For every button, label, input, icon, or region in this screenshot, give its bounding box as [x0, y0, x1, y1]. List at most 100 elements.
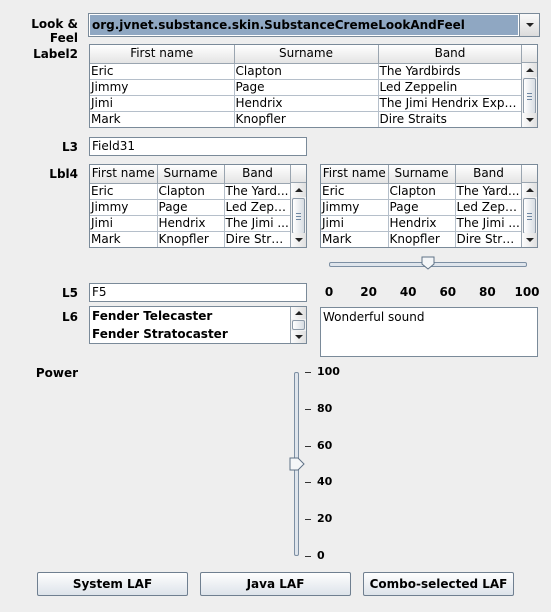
slider-tick [305, 445, 311, 447]
list-item[interactable]: Fender Stratocaster [92, 327, 228, 341]
label-l5: L5 [62, 286, 78, 300]
table-scrollbar[interactable] [521, 63, 537, 127]
cell: Hendrix [388, 215, 456, 232]
guitar-list[interactable]: Fender Telecaster Fender Stratocaster [89, 306, 307, 344]
cell: Mark [321, 231, 389, 247]
system-laf-button[interactable]: System LAF [37, 572, 188, 596]
field31-input[interactable]: Field31 [89, 137, 307, 156]
scroll-thumb[interactable] [292, 320, 305, 330]
slider-tick [305, 372, 311, 373]
cell: Page [157, 199, 225, 216]
scroll-down-icon[interactable] [291, 233, 306, 247]
slider-tick [305, 408, 311, 410]
slider-thumb[interactable] [421, 256, 435, 270]
slider-tick-label: 60 [317, 438, 333, 452]
slider-tick-label: 40 [317, 475, 333, 489]
scroll-down-icon[interactable] [522, 233, 537, 247]
cell: Jimmy [321, 199, 389, 216]
scroll-up-icon[interactable] [291, 307, 306, 319]
slider-tick-label: 20 [360, 285, 377, 299]
scroll-up-icon[interactable] [522, 183, 537, 197]
col-header-surname[interactable]: Surname [157, 165, 225, 184]
scroll-thumb[interactable] [523, 198, 536, 234]
cell: The Jimi ... [455, 215, 523, 232]
cell: Jimi [90, 215, 158, 232]
cell: Knopfler [234, 111, 379, 127]
table-scrollbar[interactable] [521, 183, 537, 247]
cell: The Yard... [224, 183, 292, 200]
slider-tick [305, 556, 311, 557]
cell: The Yard... [455, 183, 523, 200]
cell: Eric [90, 183, 158, 200]
label-lbl4: Lbl4 [49, 167, 78, 181]
cell: Page [388, 199, 456, 216]
cell: The Yardbirds [378, 63, 523, 80]
laf-combo[interactable]: org.jvnet.substance.skin.SubstanceCremeL… [88, 13, 540, 37]
table-corner [521, 45, 537, 63]
cell: Eric [90, 63, 235, 80]
col-header-first-name[interactable]: First name [321, 165, 389, 184]
col-header-band[interactable]: Band [455, 165, 523, 184]
cell: Hendrix [157, 215, 225, 232]
combo-selected-laf-button[interactable]: Combo-selected LAF [363, 572, 514, 596]
list-item[interactable]: Fender Telecaster [92, 309, 213, 323]
slider-tick [305, 519, 311, 521]
cell: Dire Straits [224, 231, 292, 247]
cell: Knopfler [157, 231, 225, 247]
cell: Clapton [234, 63, 379, 80]
col-header-first-name[interactable]: First name [90, 45, 235, 64]
col-header-surname[interactable]: Surname [388, 165, 456, 184]
cell: Led Zeppelin [378, 79, 523, 96]
chevron-down-icon[interactable] [519, 14, 539, 36]
cell: Led Zepp... [455, 199, 523, 216]
scroll-up-icon[interactable] [291, 183, 306, 197]
label2: Label2 [33, 47, 78, 61]
laf-combo-value: org.jvnet.substance.skin.SubstanceCremeL… [90, 15, 518, 35]
cell: Eric [321, 183, 389, 200]
scroll-down-icon[interactable] [522, 113, 537, 127]
slider-tick-label: 100 [317, 365, 340, 378]
slider-thumb[interactable] [289, 457, 305, 471]
scroll-thumb[interactable] [292, 198, 305, 234]
scroll-down-icon[interactable] [291, 331, 306, 343]
cell: Jimi [321, 215, 389, 232]
slider-tick-label: 0 [317, 549, 325, 562]
slider-tick-label: 60 [439, 285, 457, 299]
scroll-thumb[interactable] [523, 78, 536, 114]
slider-tick-label: 0 [324, 285, 334, 299]
col-header-surname[interactable]: Surname [234, 45, 379, 64]
col-header-band[interactable]: Band [378, 45, 523, 64]
slider-tick-label: 40 [399, 285, 417, 299]
scroll-up-icon[interactable] [522, 63, 537, 77]
slider-tick-label: 100 [514, 285, 540, 299]
java-laf-button[interactable]: Java LAF [200, 572, 351, 596]
cell: Clapton [388, 183, 456, 200]
label-l6: L6 [62, 310, 78, 324]
table-corner [290, 165, 306, 183]
list-scrollbar[interactable] [290, 307, 306, 343]
notes-textarea[interactable]: Wonderful sound [320, 307, 538, 357]
col-header-first-name[interactable]: First name [90, 165, 158, 184]
table-scrollbar[interactable] [290, 183, 306, 247]
cell: The Jimi Hendrix Experi... [378, 95, 523, 112]
col-header-band[interactable]: Band [224, 165, 292, 184]
label-l3: L3 [62, 140, 78, 154]
f5-input[interactable]: F5 [89, 283, 307, 302]
